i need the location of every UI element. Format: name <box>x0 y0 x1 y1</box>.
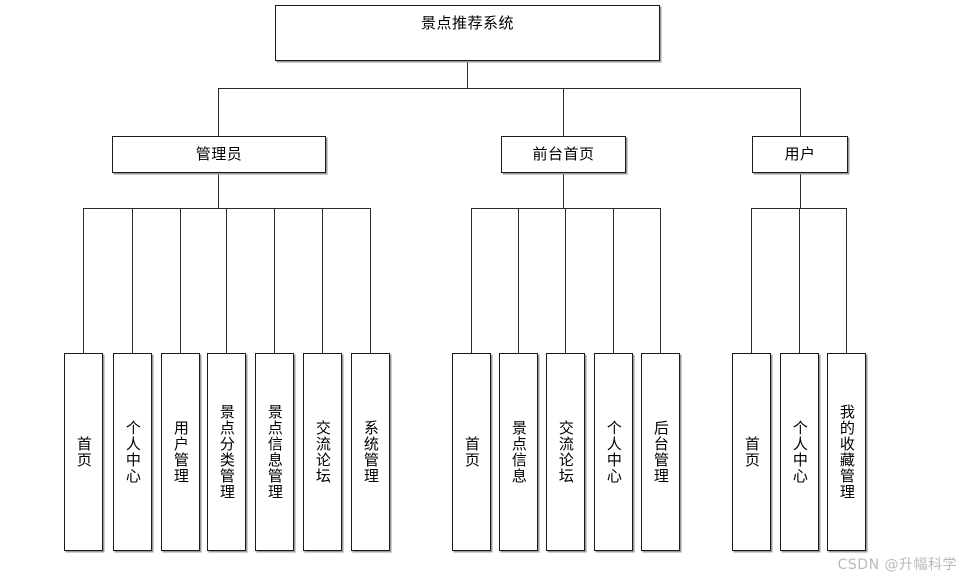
edge-level2-bus <box>218 88 801 89</box>
edge-frontend-drop-3 <box>565 208 566 353</box>
node-leaf-label: 个人中心 <box>790 420 809 484</box>
node-branch-admin[interactable]: 管理员 <box>112 136 326 173</box>
edge-admin-drop-3 <box>180 208 181 353</box>
node-leaf-frontend-4[interactable]: 个人中心 <box>594 353 633 551</box>
edge-frontend-drop-2 <box>518 208 519 353</box>
edge-drop-frontend <box>563 88 564 136</box>
node-leaf-frontend-1[interactable]: 首页 <box>452 353 491 551</box>
node-leaf-admin-5[interactable]: 景点信息管理 <box>255 353 294 551</box>
edge-user-bus <box>751 208 846 209</box>
edge-user-stem <box>800 173 801 208</box>
edge-user-drop-1 <box>751 208 752 353</box>
node-branch-frontend-label: 前台首页 <box>532 144 595 163</box>
node-leaf-frontend-5[interactable]: 后台管理 <box>641 353 680 551</box>
node-leaf-label: 后台管理 <box>651 420 670 484</box>
node-leaf-label: 景点分类管理 <box>217 404 236 500</box>
node-root-label: 景点推荐系统 <box>420 14 514 33</box>
node-leaf-admin-6[interactable]: 交流论坛 <box>303 353 342 551</box>
edge-drop-admin <box>218 88 219 136</box>
edge-drop-user <box>800 88 801 136</box>
edge-frontend-drop-5 <box>660 208 661 353</box>
node-leaf-admin-3[interactable]: 用户管理 <box>161 353 200 551</box>
node-leaf-label: 景点信息管理 <box>265 404 284 500</box>
edge-frontend-bus <box>471 208 661 209</box>
node-branch-admin-label: 管理员 <box>195 144 243 163</box>
node-leaf-label: 首页 <box>462 436 481 468</box>
edge-admin-drop-5 <box>274 208 275 353</box>
edge-admin-drop-7 <box>370 208 371 353</box>
node-leaf-user-3[interactable]: 我的收藏管理 <box>827 353 866 551</box>
node-leaf-label: 交流论坛 <box>313 420 332 484</box>
watermark-text: CSDN @升幅科学 <box>837 557 957 573</box>
node-leaf-label: 系统管理 <box>361 420 380 484</box>
edge-admin-bus <box>83 208 371 209</box>
edge-frontend-drop-4 <box>613 208 614 353</box>
node-branch-frontend[interactable]: 前台首页 <box>501 136 626 173</box>
edge-admin-drop-1 <box>83 208 84 353</box>
edge-admin-drop-6 <box>322 208 323 353</box>
node-leaf-label: 个人中心 <box>123 420 142 484</box>
edge-frontend-drop-1 <box>471 208 472 353</box>
node-leaf-admin-2[interactable]: 个人中心 <box>113 353 152 551</box>
edge-admin-drop-2 <box>132 208 133 353</box>
node-leaf-user-2[interactable]: 个人中心 <box>780 353 819 551</box>
node-leaf-label: 我的收藏管理 <box>837 404 856 500</box>
node-root-system[interactable]: 景点推荐系统 <box>275 5 660 61</box>
edge-user-drop-3 <box>846 208 847 353</box>
node-branch-user-label: 用户 <box>784 144 816 163</box>
node-leaf-user-1[interactable]: 首页 <box>732 353 771 551</box>
node-leaf-label: 首页 <box>742 436 761 468</box>
node-leaf-admin-1[interactable]: 首页 <box>64 353 103 551</box>
edge-user-drop-2 <box>799 208 800 353</box>
node-leaf-label: 个人中心 <box>604 420 623 484</box>
node-leaf-frontend-3[interactable]: 交流论坛 <box>546 353 585 551</box>
node-leaf-label: 景点信息 <box>509 420 528 484</box>
edge-root-stem <box>467 61 468 88</box>
node-branch-user[interactable]: 用户 <box>752 136 848 173</box>
node-leaf-admin-7[interactable]: 系统管理 <box>351 353 390 551</box>
node-leaf-frontend-2[interactable]: 景点信息 <box>499 353 538 551</box>
node-leaf-label: 用户管理 <box>171 420 190 484</box>
edge-frontend-stem <box>563 173 564 208</box>
edge-admin-stem <box>218 173 219 208</box>
node-leaf-label: 交流论坛 <box>556 420 575 484</box>
node-leaf-admin-4[interactable]: 景点分类管理 <box>207 353 246 551</box>
node-leaf-label: 首页 <box>74 436 93 468</box>
edge-admin-drop-4 <box>226 208 227 353</box>
